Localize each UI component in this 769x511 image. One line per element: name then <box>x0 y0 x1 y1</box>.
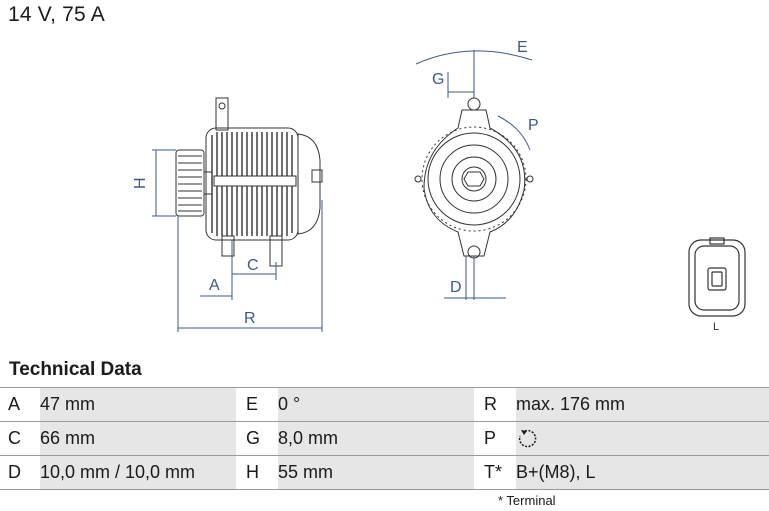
product-heading: 14 V, 75 A <box>8 3 105 26</box>
spec-key: P <box>484 428 497 448</box>
spec-value: B+(M8), L <box>516 455 769 490</box>
spec-value: 55 mm <box>278 455 474 490</box>
alternator-front-view <box>414 97 534 259</box>
rotation-direction-cell <box>516 421 769 456</box>
spec-key: G <box>246 428 261 448</box>
dimension-label-e: E <box>517 39 528 56</box>
table-row: A 47 mm E 0 ° R max. 176 mm <box>0 387 769 422</box>
spec-key: R <box>484 394 497 414</box>
dimension-label-h: H <box>132 177 149 189</box>
spec-value: 47 mm <box>40 387 236 422</box>
spec-key: H <box>246 462 259 482</box>
spec-key: E <box>246 394 259 414</box>
spec-value: max. 176 mm <box>516 387 769 422</box>
clockwise-rotation-icon <box>518 429 537 447</box>
spec-value: 66 mm <box>40 421 236 456</box>
side-view-dimensions <box>152 149 323 332</box>
spec-key: C <box>8 428 21 448</box>
table-row: C 66 mm G 8,0 mm P <box>0 421 769 456</box>
dimension-label-d: D <box>450 279 462 296</box>
spec-value: 0 ° <box>278 387 474 422</box>
connector-plug <box>688 237 746 317</box>
dimension-label-r: R <box>244 310 256 327</box>
connector-label-l: L <box>713 321 719 333</box>
spec-value: 10,0 mm / 10,0 mm <box>40 455 236 490</box>
dimension-label-a: A <box>209 277 220 294</box>
terminal-footnote: * Terminal <box>498 493 556 508</box>
dimension-label-c: C <box>247 257 259 274</box>
alternator-side-view <box>175 97 323 267</box>
spec-key: D <box>8 462 21 482</box>
spec-value: 8,0 mm <box>278 421 474 456</box>
table-row: D 10,0 mm / 10,0 mm H 55 mm T* B+(M8), L <box>0 455 769 490</box>
technical-drawings: H A C R E G P D L <box>132 39 746 333</box>
spec-key: T* <box>484 462 502 482</box>
spec-key: A <box>8 394 21 414</box>
section-title: Technical Data <box>9 359 142 380</box>
dimension-label-g: G <box>432 71 444 88</box>
front-view-dimensions <box>415 50 533 300</box>
technical-data-table: A 47 mm E 0 ° R max. 176 mm C 66 mm G 8,… <box>0 387 769 490</box>
dimension-label-p: P <box>528 117 539 134</box>
